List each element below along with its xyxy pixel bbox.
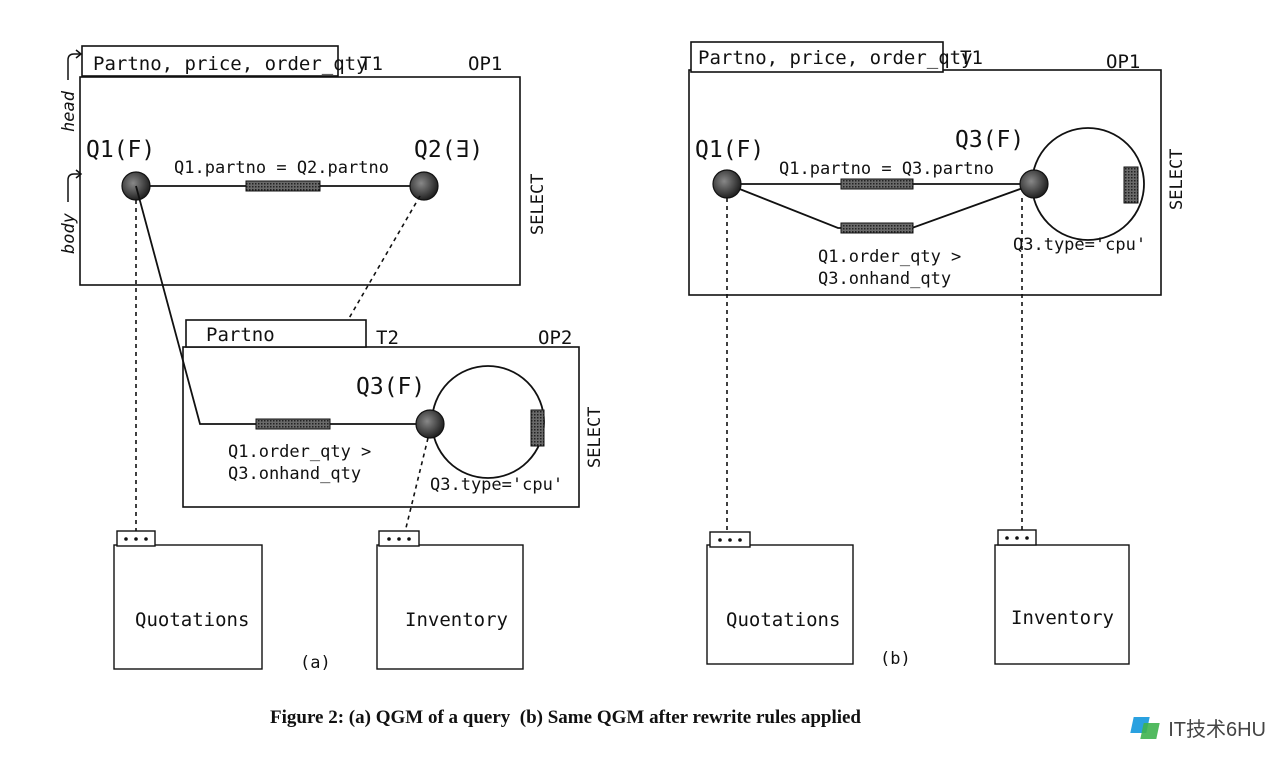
op1-kind-label: SELECT bbox=[528, 174, 548, 235]
pred-type-box bbox=[530, 409, 545, 447]
op1-head-fields: Partno, price, order_qty bbox=[93, 53, 368, 75]
op1-head-box bbox=[81, 45, 339, 77]
q3-label: Q3(F) bbox=[356, 374, 425, 400]
b-inventory-table bbox=[994, 544, 1130, 665]
pred-qty-line1: Q1.order_qty > bbox=[228, 442, 371, 462]
pred-qty-box bbox=[255, 418, 331, 430]
q2-node bbox=[409, 171, 439, 201]
op2-kind-label: SELECT bbox=[585, 407, 605, 468]
q3-loop bbox=[431, 365, 545, 479]
op2-table-label: T2 bbox=[376, 327, 399, 349]
b-pred-type-box bbox=[1123, 166, 1139, 204]
head-label: head bbox=[59, 90, 79, 132]
range-q3-inventory bbox=[404, 437, 429, 533]
b-q3-label: Q3(F) bbox=[955, 127, 1024, 153]
figure-caption: Figure 2: (a) QGM of a query (b) Same QG… bbox=[270, 707, 861, 728]
b-pred-qty-line2: Q3.onhand_qty bbox=[818, 269, 951, 289]
b-op1-kind-label: SELECT bbox=[1167, 149, 1187, 210]
op1-op-label: OP1 bbox=[468, 53, 502, 75]
body-label: body bbox=[59, 212, 79, 254]
quotations-label: Quotations bbox=[135, 609, 249, 631]
q2-label: Q2(∃) bbox=[414, 137, 483, 163]
b-pred-qty-line1: Q1.order_qty > bbox=[818, 247, 961, 267]
head-arrow-icon bbox=[67, 53, 80, 80]
inventory-table bbox=[376, 544, 524, 670]
b-op1-head-box bbox=[690, 41, 944, 73]
b-pred-type-label: Q3.type='cpu' bbox=[1013, 235, 1146, 255]
watermark-logo-icon bbox=[1130, 716, 1162, 739]
quotations-table bbox=[113, 544, 263, 670]
watermark: IT技术6HU bbox=[1130, 713, 1266, 742]
op2-box bbox=[182, 346, 580, 508]
op1-box bbox=[79, 76, 521, 286]
diagram-b: Partno, price, order_qty T1 OP1 SELECT Q… bbox=[688, 41, 1187, 669]
b-q3-node bbox=[1019, 169, 1049, 199]
b-quotations-label: Quotations bbox=[726, 609, 840, 631]
q3-node bbox=[415, 409, 445, 439]
b-pred-qty-box bbox=[840, 222, 914, 234]
b-pred-q1-q3-box bbox=[840, 178, 914, 190]
pred-type-label: Q3.type='cpu' bbox=[430, 475, 563, 495]
inventory-label: Inventory bbox=[405, 609, 508, 631]
b-quotations-table bbox=[706, 544, 854, 665]
b-edge-qty bbox=[726, 183, 1035, 229]
body-arrow-icon bbox=[67, 173, 80, 202]
b-op1-table-label: T1 bbox=[960, 47, 983, 69]
b-q1-label: Q1(F) bbox=[695, 137, 764, 163]
pred-q1-q2-box bbox=[245, 180, 321, 192]
b-op1-op-label: OP1 bbox=[1106, 51, 1140, 73]
tag-b: (b) bbox=[880, 649, 911, 669]
diagram-a: Partno, price, order_qty T1 OP1 SELECT h… bbox=[59, 45, 605, 673]
tag-a: (a) bbox=[300, 653, 331, 673]
pred-q1-q2-label: Q1.partno = Q2.partno bbox=[174, 158, 389, 178]
range-q2-op2 bbox=[347, 195, 421, 321]
watermark-text: IT技术6HU bbox=[1168, 719, 1266, 741]
q1-label: Q1(F) bbox=[86, 137, 155, 163]
op1-table-label: T1 bbox=[360, 53, 383, 75]
pred-qty-line2: Q3.onhand_qty bbox=[228, 464, 361, 484]
op2-head-box bbox=[185, 319, 367, 348]
op2-head-fields: Partno bbox=[206, 324, 275, 346]
op2-op-label: OP2 bbox=[538, 327, 572, 349]
b-inventory-label: Inventory bbox=[1011, 607, 1114, 629]
b-pred-q1-q3-label: Q1.partno = Q3.partno bbox=[779, 159, 994, 179]
edge-q1-q3 bbox=[135, 185, 430, 425]
b-q1-node bbox=[712, 169, 742, 199]
b-op1-head-fields: Partno, price, order_qty bbox=[698, 47, 973, 69]
